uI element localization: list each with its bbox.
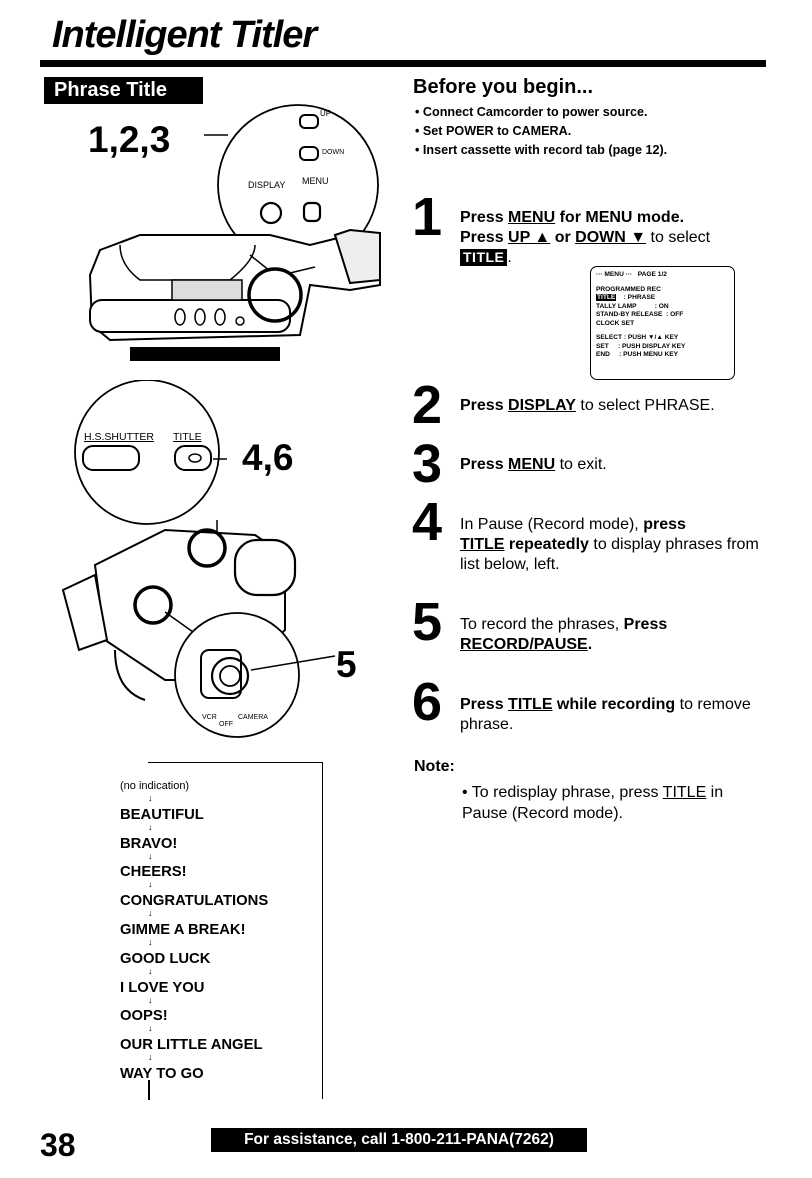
- display-button-label: DISPLAY: [248, 180, 286, 190]
- title-button-label: TITLE: [173, 431, 202, 443]
- phrase-item: CHEERS!↓: [120, 864, 187, 890]
- step-2: 2 Press DISPLAY to select PHRASE.: [412, 378, 792, 434]
- phrase-item: OOPS!↓: [120, 1008, 168, 1034]
- before-item: • Set POWER to CAMERA.: [415, 124, 572, 138]
- bottom-callout: 5: [336, 644, 357, 685]
- step-3: 3 Press MENU to exit.: [412, 437, 792, 493]
- mid-callout: 4,6: [242, 437, 294, 478]
- hs-shutter-label: H.S.SHUTTER: [84, 431, 155, 443]
- top-callout: 1,2,3: [88, 119, 171, 160]
- down-button-label: DOWN: [322, 149, 345, 156]
- phrase-item: BEAUTIFUL↓: [120, 806, 204, 832]
- before-item: • Insert cassette with record tab (page …: [415, 143, 668, 157]
- step-number: 5: [412, 592, 443, 652]
- step-number: 3: [412, 434, 443, 494]
- note-text: • To redisplay phrase, press TITLE in Pa…: [462, 784, 724, 822]
- step-1: 1 Press MENU for MENU mode. Press UP ▲ o…: [412, 190, 792, 270]
- step-number: 1: [412, 187, 443, 247]
- phrase-list-frame: [148, 762, 323, 1099]
- off-label: OFF: [219, 721, 233, 728]
- title-menu-chip: TITLE: [460, 249, 508, 266]
- page-title: Intelligent Titler: [52, 14, 317, 56]
- step-6: 6 Press TITLE while recording to remove …: [412, 675, 792, 745]
- step-number: 4: [412, 492, 443, 552]
- camcorder-side-illustration: [61, 380, 336, 738]
- vcr-label: VCR: [202, 714, 217, 721]
- note-heading: Note:: [414, 758, 455, 775]
- step-text: Press TITLE while recording to remove ph…: [460, 696, 751, 733]
- section-tab: Phrase Title: [44, 77, 203, 104]
- phrase-item: BRAVO!↓: [120, 835, 178, 861]
- phrase-item: OUR LITTLE ANGEL↓: [120, 1037, 263, 1063]
- up-button-label: UP: [320, 109, 332, 118]
- menu-button-label: MENU: [302, 176, 329, 186]
- before-list: • Connect Camcorder to power source. • S…: [415, 103, 795, 160]
- phrase-item: I LOVE YOU↓: [120, 979, 205, 1005]
- phrase-list-stub: [148, 1080, 150, 1100]
- page-number: 38: [40, 1127, 76, 1163]
- phrase-item: WAY TO GO: [120, 1065, 204, 1082]
- menu-screen-illustration: ··· MENU ··· PAGE 1/2 PROGRAMMED REC TIT…: [590, 266, 735, 380]
- phrase-item: CONGRATULATIONS↓: [120, 893, 269, 919]
- step-text: Press MENU for MENU mode. Press UP ▲ or …: [460, 209, 711, 266]
- phrase-item: GOOD LUCK↓: [120, 950, 211, 976]
- assistance-banner: For assistance, call 1-800-211-PANA(7262…: [211, 1128, 587, 1152]
- phrase-list: (no indication)↓ BEAUTIFUL↓ BRAVO!↓ CHEE…: [120, 778, 330, 1095]
- before-item: • Connect Camcorder to power source.: [415, 105, 648, 119]
- step-text: Press DISPLAY to select PHRASE.: [460, 397, 715, 414]
- phrase-item: GIMME A BREAK!↓: [120, 921, 246, 947]
- camcorder-top-illustration: [88, 104, 381, 361]
- before-heading: Before you begin...: [413, 76, 594, 98]
- phrase-item: (no indication)↓: [120, 780, 190, 803]
- step-number: 2: [412, 375, 443, 435]
- header-rule: [40, 60, 766, 67]
- camera-label: CAMERA: [238, 714, 268, 721]
- step-number: 6: [412, 672, 443, 732]
- step-text: Press MENU to exit.: [460, 456, 607, 473]
